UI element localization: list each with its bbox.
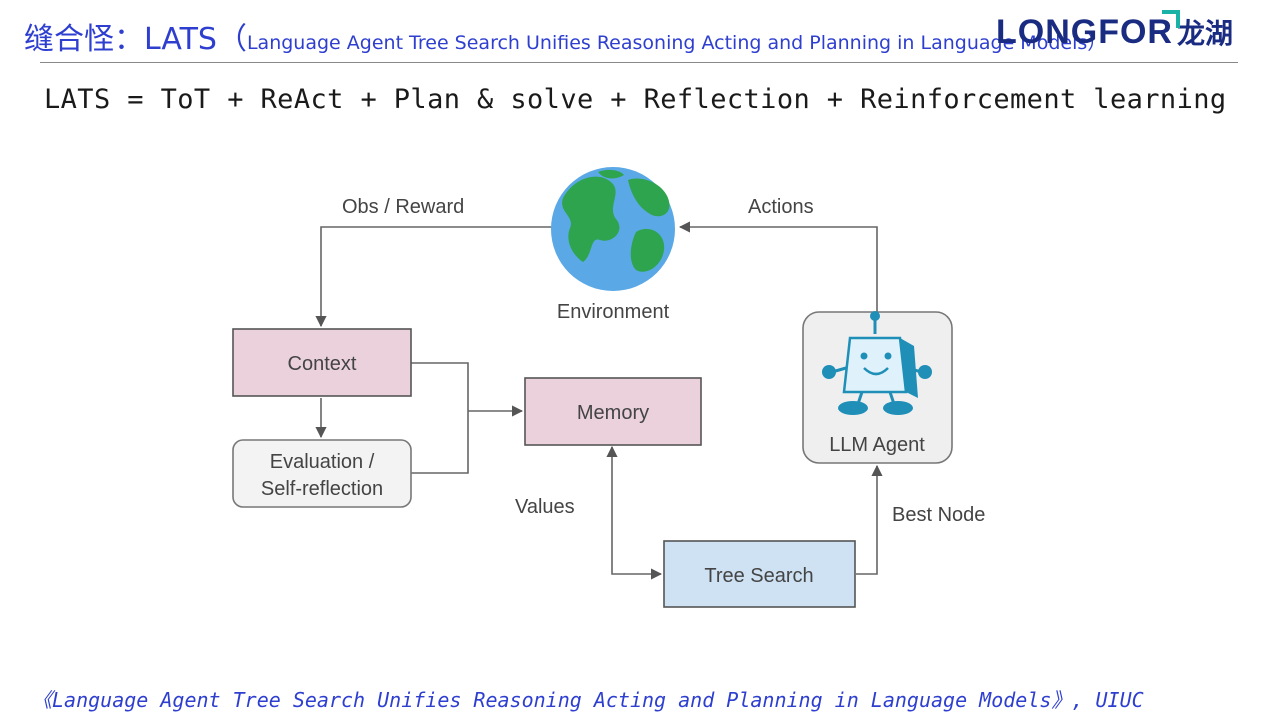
- llm-agent-node: LLM Agent: [802, 311, 953, 464]
- tree-search-label: Tree Search: [704, 565, 813, 587]
- edge-label-actions: Actions: [748, 196, 814, 218]
- logo-corner-mark: [1162, 10, 1180, 28]
- evaluation-node: Evaluation / Self-reflection: [232, 439, 412, 508]
- edge-context-to-memory: [411, 362, 469, 411]
- slide-title: 缝合怪：LATS（Language Agent Tree Search Unif…: [24, 14, 1106, 58]
- header-divider: [40, 62, 1238, 63]
- slide-title-subtitle: Language Agent Tree Search Unifies Reaso…: [246, 32, 1107, 54]
- edge-label-values: Values: [515, 496, 575, 518]
- edge-environment-to-context: [315, 226, 552, 328]
- environment-label: Environment: [557, 301, 670, 323]
- evaluation-label-line2: Self-reflection: [261, 478, 383, 500]
- edge-evaluation-to-memory: [411, 411, 469, 474]
- evaluation-label-line1: Evaluation /: [270, 451, 375, 473]
- environment-node: Environment: [551, 167, 675, 323]
- context-label: Context: [288, 353, 357, 375]
- lats-formula: LATS = ToT + ReAct + Plan & solve + Refl…: [44, 84, 1227, 115]
- earth-icon: [551, 167, 675, 291]
- logo-chinese: 龙湖: [1176, 18, 1233, 49]
- robot-icon: [822, 311, 932, 415]
- logo-wordmark: LONGFOR: [996, 13, 1173, 51]
- edge-agent-to-environment: [678, 221, 878, 312]
- tree-search-node: Tree Search: [663, 540, 856, 608]
- slide-title-main: 缝合怪：LATS（: [24, 22, 247, 57]
- edge-memory-tree-search-values: [606, 445, 663, 580]
- memory-label: Memory: [577, 402, 649, 424]
- paper-citation: 《Language Agent Tree Search Unifies Reas…: [32, 688, 1144, 712]
- edge-label-obs-reward: Obs / Reward: [342, 196, 464, 218]
- context-node: Context: [232, 328, 412, 397]
- memory-node: Memory: [524, 377, 702, 446]
- edge-tree-search-to-agent: [856, 464, 883, 575]
- llm-agent-label: LLM Agent: [829, 434, 925, 456]
- edge-label-best-node: Best Node: [892, 504, 985, 526]
